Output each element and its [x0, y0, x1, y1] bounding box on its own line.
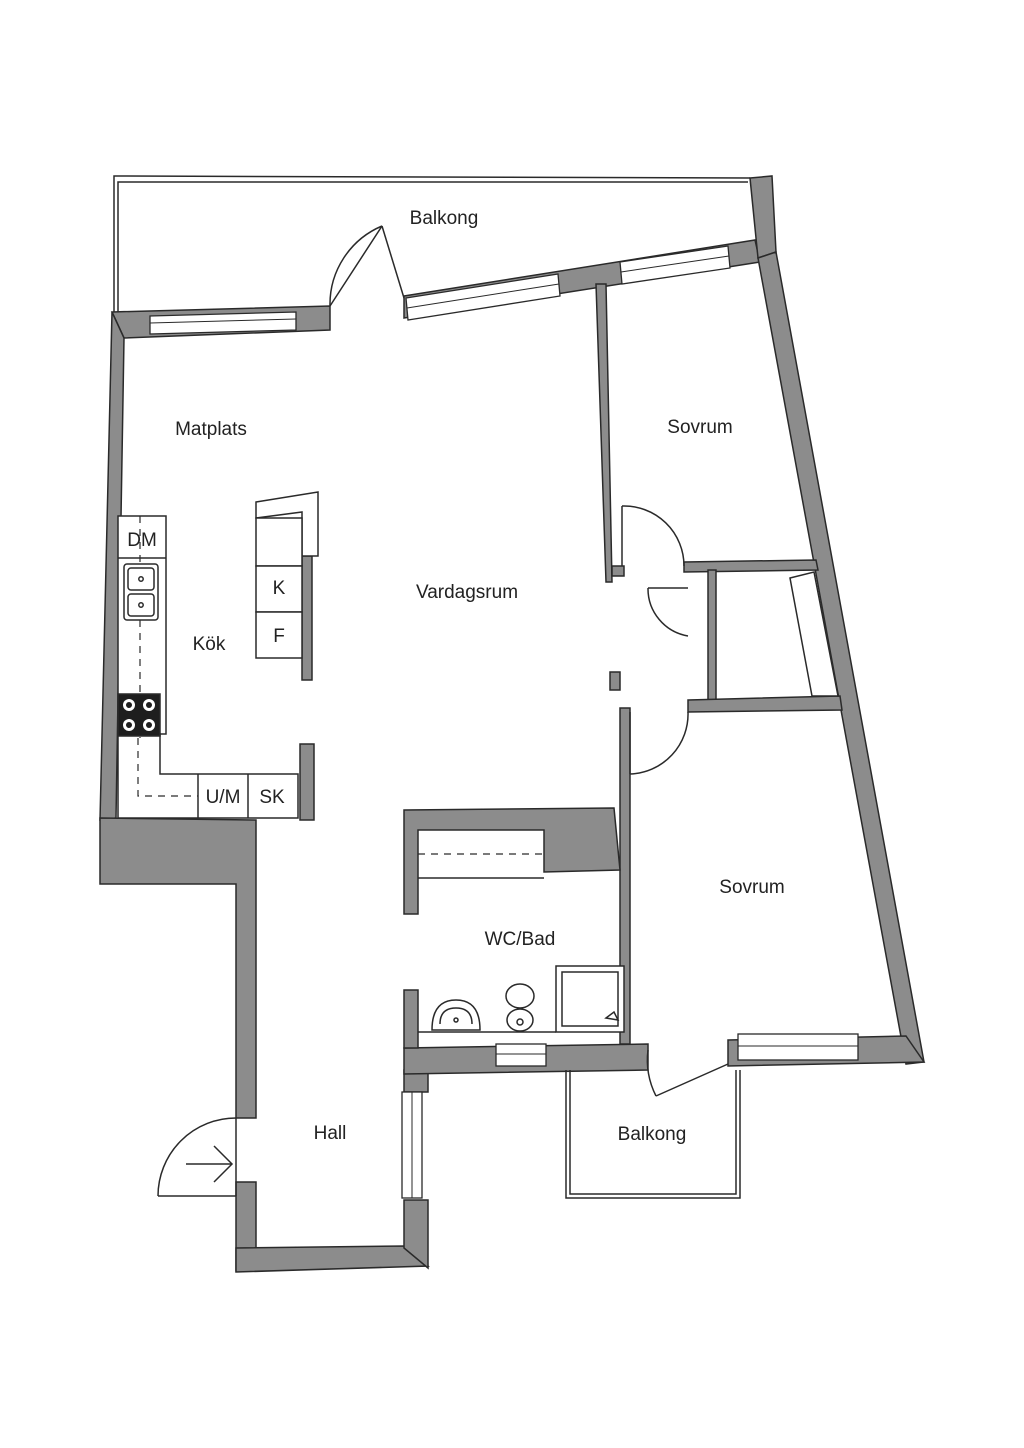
windows — [149, 245, 859, 1199]
label-matplats: Matplats — [175, 419, 247, 440]
label-k: K — [273, 578, 286, 599]
interior-walls — [299, 283, 843, 1049]
toilet-icon — [505, 983, 535, 1032]
label-balkong-bottom: Balkong — [618, 1124, 687, 1145]
closet-door — [647, 587, 689, 637]
label-f: F — [273, 626, 285, 647]
label-wc-bad: WC/Bad — [485, 929, 556, 950]
doors[interactable] — [157, 225, 729, 1197]
exterior-walls — [99, 175, 926, 1273]
balcony-bottom — [565, 1070, 741, 1199]
label-vardagsrum: Vardagsrum — [416, 582, 518, 603]
washbasin-icon — [431, 999, 481, 1031]
window-sovrum-top — [619, 245, 731, 285]
label-sovrum-bottom: Sovrum — [719, 877, 784, 898]
bedroom-door-top — [621, 505, 685, 567]
window-matplats — [149, 311, 297, 335]
window-sovrum-bottom — [737, 1033, 859, 1061]
label-sk: SK — [259, 787, 285, 808]
fixture-labels: DM K F U/M SK — [127, 530, 285, 808]
entrance-door — [157, 1117, 237, 1197]
room-labels: Balkong Matplats Sovrum Vardagsrum Kök S… — [175, 208, 785, 1145]
entrance-arrow-icon — [186, 1145, 234, 1183]
window-vardagsrum — [405, 273, 561, 321]
balcony-door-bottom — [646, 1049, 729, 1097]
bedroom-door-bottom — [629, 711, 689, 775]
label-kok: Kök — [193, 634, 226, 655]
window-wc — [495, 1043, 547, 1067]
window-hall — [401, 1091, 423, 1199]
label-balkong-top: Balkong — [410, 208, 479, 229]
balcony-top — [113, 175, 751, 312]
sink-icon — [123, 563, 159, 621]
balcony-door-top — [329, 225, 405, 307]
label-dm: DM — [127, 530, 157, 551]
bathroom — [418, 853, 625, 1033]
stove-icon — [117, 693, 161, 737]
label-um: U/M — [206, 787, 241, 808]
kitchen — [117, 491, 319, 819]
label-hall: Hall — [314, 1123, 347, 1144]
wardrobe — [789, 571, 839, 697]
label-sovrum-top: Sovrum — [667, 417, 732, 438]
shower-icon — [555, 965, 625, 1033]
